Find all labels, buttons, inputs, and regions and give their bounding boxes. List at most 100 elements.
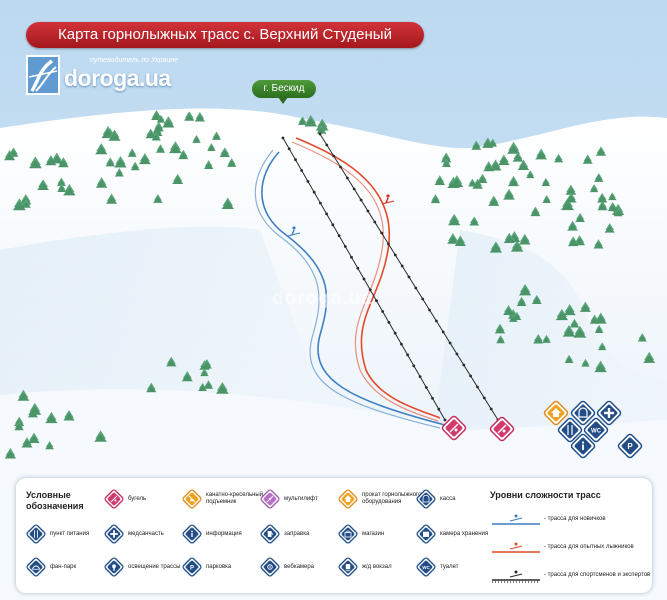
logo-text: doroga.ua <box>64 65 171 91</box>
fuel-icon <box>260 524 280 544</box>
info-icon[interactable] <box>570 433 596 459</box>
lighting-icon <box>104 557 124 577</box>
experienced-slope <box>295 137 441 419</box>
legend-item: касса <box>416 488 496 510</box>
lift-tower-dot <box>287 147 291 151</box>
legend-item: информация <box>182 523 262 545</box>
legend-item: прокат горнолыжного оборудования <box>338 488 421 510</box>
lift-tower-dot <box>418 375 422 378</box>
legend-item: вебкамера <box>260 556 340 578</box>
t-bar-icon[interactable] <box>441 415 467 441</box>
legend-title-line1: Условные <box>26 490 71 500</box>
cashier-icon[interactable] <box>570 400 596 426</box>
lift-tower-dot <box>443 418 447 422</box>
food-icon[interactable] <box>557 417 583 443</box>
t-bar-icon <box>104 489 124 509</box>
lift-tower-dot <box>300 169 304 172</box>
difficulty-line-icon <box>492 542 540 553</box>
experienced-slope-alt <box>291 141 439 422</box>
parking-icon[interactable]: P <box>617 433 643 459</box>
lift-tower-dot <box>462 363 466 367</box>
lift-tower-dot <box>414 286 418 290</box>
peak-label: г. Бескид <box>252 80 316 98</box>
difficulty-level-label: - трасса для опытных лыжников <box>544 544 634 550</box>
legend-item: фан-парк <box>26 556 106 578</box>
lift-tower-dot <box>343 245 347 248</box>
lift-tower-dot <box>294 158 297 162</box>
wc-icon: WC <box>416 557 436 577</box>
lift-tower-dot <box>393 253 397 257</box>
lift-tower-dot <box>421 297 425 301</box>
legend-item: магазин <box>338 523 418 545</box>
luggage-icon <box>416 524 436 544</box>
lift-tower-dot <box>352 187 356 191</box>
lift-tower-dot <box>412 364 416 368</box>
lift-tower-dot <box>400 264 404 268</box>
lift-tower-dot <box>476 385 479 389</box>
legend-item-label: информация <box>206 530 242 537</box>
legend-item-label: канатно-кресельный подъемник <box>206 492 264 505</box>
map-title: Карта горнолыжных трасс с. Верхний Студе… <box>26 22 424 48</box>
lift-tower-dot <box>435 319 438 323</box>
legend-item-label: пункт питания <box>50 530 90 537</box>
lift-tower-dot <box>362 277 366 281</box>
legend-item-label: магазин <box>362 530 385 537</box>
train-icon <box>338 557 358 577</box>
lift-tower-dot <box>325 143 329 147</box>
lift-tower-dot <box>373 220 377 224</box>
legend-item-label: прокат горнолыжного оборудования <box>362 492 422 505</box>
legend-item-label: туалет <box>440 563 459 570</box>
lift-tower-dot <box>469 374 472 378</box>
lift-tower-dot <box>306 180 310 183</box>
svg-text:P: P <box>627 442 633 451</box>
legend-title-line2: обозначения <box>26 501 84 511</box>
lift-tower-dot <box>281 136 285 140</box>
lift-tower-dot <box>393 331 397 335</box>
svg-text:WC: WC <box>422 565 430 570</box>
peak-label-pointer <box>278 97 288 104</box>
ski-rental-icon[interactable] <box>543 400 569 426</box>
food-icon <box>26 524 46 544</box>
skier-icon-blue <box>287 226 301 237</box>
legend-item: освещение трассы <box>104 556 184 578</box>
lift-tower-dot <box>312 190 316 194</box>
legend-title: Условные обозначения <box>26 490 84 512</box>
multilift-icon <box>260 489 280 509</box>
info-icon[interactable] <box>596 400 622 426</box>
lift-tower-dot <box>400 342 403 346</box>
difficulty-line-icon <box>492 514 540 525</box>
levels-title: Уровни сложности трасс <box>490 490 601 500</box>
wc-icon[interactable]: WC <box>583 417 609 443</box>
lift-tower-dot <box>337 234 341 238</box>
legend-item-label: мультилифт <box>284 495 318 502</box>
t-bar-icon[interactable] <box>489 416 515 442</box>
legend-item: пункт питания <box>26 523 106 545</box>
lift-tower-dot <box>448 341 452 345</box>
ski-rental-icon <box>338 489 358 509</box>
svg-text:WC: WC <box>591 429 602 435</box>
legend-item-label: вебкамера <box>284 563 315 570</box>
watermark: doroga.ua <box>272 288 373 309</box>
logo[interactable]: путеводитель по Украине doroga.ua <box>26 55 178 101</box>
lift-tower-dot <box>368 288 372 292</box>
cashier-icon <box>416 489 436 509</box>
beginner-slope-alt <box>254 149 441 429</box>
logo-icon <box>26 55 60 95</box>
lift-tower-dot <box>489 407 493 411</box>
lift-tower-dot <box>387 321 391 324</box>
lift-tower-dot <box>482 396 486 400</box>
legend-item: бугель <box>104 488 184 510</box>
svg-text:P: P <box>190 565 194 571</box>
legend-item-label: медсанчасть <box>128 530 164 537</box>
lift-tower-dot <box>428 308 431 312</box>
difficulty-line-icon <box>492 570 540 583</box>
legend-item-label: камера хранения <box>440 530 489 537</box>
lift-tower-dot <box>441 330 445 334</box>
lift-tower-dot <box>332 154 336 158</box>
lift-tower-dot <box>339 165 342 169</box>
lift-tower-dot <box>350 255 353 259</box>
lift-tower-dot <box>318 132 322 136</box>
legend-item-label: бугель <box>128 495 147 502</box>
lift-tower-dot <box>381 310 385 313</box>
